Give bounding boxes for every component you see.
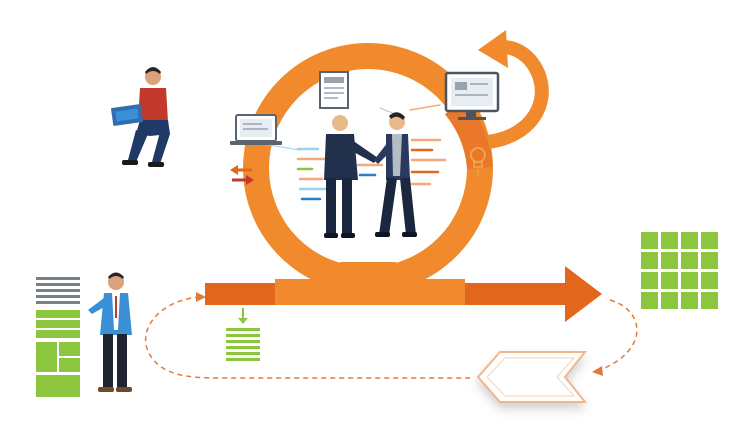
tech-line-decoration — [261, 104, 447, 201]
monitor-icon — [444, 71, 500, 120]
feedback-loop-dashed-line-right — [599, 299, 638, 371]
backlog-document-icon — [36, 277, 80, 397]
presenter-figure — [88, 272, 132, 392]
increment-grid-cell — [681, 232, 698, 249]
lightbulb-icon — [470, 147, 486, 176]
increment-grid-cell — [661, 272, 678, 289]
increment-grid-cell — [641, 252, 658, 269]
increment-grid-cell — [681, 272, 698, 289]
increment-grid-cell — [661, 232, 678, 249]
increment-grid-cell — [641, 232, 658, 249]
feedback-loop-dashed-line — [144, 296, 470, 379]
document-icon — [319, 71, 349, 109]
increment-grid-cell — [681, 292, 698, 309]
increment-grid-cell — [701, 292, 718, 309]
increment-grid-cell — [641, 272, 658, 289]
chevron-left-icon — [476, 351, 588, 403]
task-list-icon — [226, 308, 260, 361]
feedback-loop-arrowhead-right — [592, 366, 603, 376]
business-handshake-figure — [324, 112, 417, 238]
increment-grid-cell — [641, 292, 658, 309]
increment-grid-cell — [661, 252, 678, 269]
exchange-arrows-icon — [230, 165, 254, 185]
increment-grid-icon — [641, 232, 718, 309]
increment-grid-cell — [681, 252, 698, 269]
increment-grid-cell — [701, 252, 718, 269]
feedback-loop-arrowhead-left — [196, 292, 206, 302]
increment-grid-cell — [701, 272, 718, 289]
increment-grid-cell — [701, 232, 718, 249]
increment-grid-cell — [661, 292, 678, 309]
laptop-icon — [230, 114, 282, 145]
return-curved-arrow-icon — [478, 30, 549, 149]
developer-with-laptop-figure — [111, 67, 170, 167]
